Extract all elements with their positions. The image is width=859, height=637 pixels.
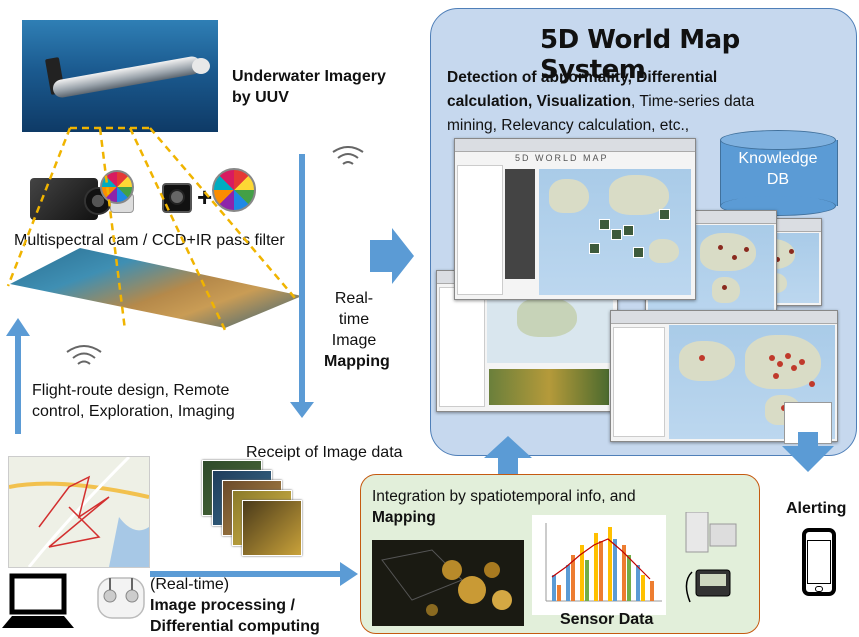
realtime-line2: Image <box>331 332 377 349</box>
description-rest-2: , Time-series data <box>631 93 755 110</box>
knowledge-db-label: Knowledge DB <box>720 148 836 190</box>
description-line-3: mining, Relevancy calculation, etc., <box>447 117 690 134</box>
plus-sign: + <box>197 182 213 212</box>
processing-line2: Image processing / <box>150 597 295 614</box>
thumbnail-column <box>505 169 535 279</box>
sensor-chart-image <box>532 515 666 615</box>
window-titlebar <box>611 311 837 324</box>
block-arrow-up <box>484 436 532 474</box>
wifi-signal-icon <box>332 146 364 165</box>
uuv-photo <box>22 20 218 132</box>
image-stack-5 <box>242 500 302 556</box>
screenshot-5d-world-map: 5D WORLD MAP <box>454 138 696 300</box>
database-icon-body <box>720 140 838 206</box>
flight-line2: control, Exploration, Imaging <box>32 403 235 420</box>
screenshot-title: 5D WORLD MAP <box>515 153 609 163</box>
knowledge-db-line2: DB <box>766 171 790 188</box>
phone-home-button <box>815 586 823 592</box>
wifi-signal-icon <box>66 345 102 365</box>
integration-line1: Integration by spatiotemporal info, and <box>372 488 636 505</box>
uuv-label-line1: Underwater Imagery <box>232 68 386 85</box>
integration-label: Integration by spatiotemporal info, and … <box>372 486 742 528</box>
mapped-image <box>372 540 524 626</box>
database-icon <box>720 130 836 150</box>
sidebar <box>439 287 485 407</box>
map-system-description: Detection of abnormality, Differential c… <box>447 66 817 138</box>
screenshot-alert-map <box>610 310 838 442</box>
block-arrow-down <box>782 432 834 472</box>
flight-route-label: Flight-route design, Remote control, Exp… <box>32 380 235 422</box>
gopro-lens <box>169 189 185 205</box>
integration-line2: Mapping <box>372 509 436 526</box>
ir-filter-icon <box>212 168 256 212</box>
sensor-device-icon <box>685 512 737 603</box>
sensor-data-label: Sensor Data <box>560 611 654 628</box>
processing-label: (Real-time) Image processing / Different… <box>150 574 320 637</box>
down-arrow-head <box>290 402 314 418</box>
realtime-line3: Mapping <box>324 353 390 370</box>
up-arrow-head <box>6 318 30 336</box>
alerting-label: Alerting <box>786 500 847 517</box>
uuv-label: Underwater Imagery by UUV <box>232 66 386 108</box>
map-area <box>669 325 835 439</box>
camera-label: Multispectral cam / CCD+IR pass filter <box>14 232 285 249</box>
realtime-mapping-label: Real-time Image Mapping <box>324 288 390 372</box>
receipt-label: Receipt of Image data <box>246 444 403 461</box>
description-bold-2: calculation, Visualization <box>447 93 632 110</box>
realtime-line1: Real-time <box>334 290 374 328</box>
knowledge-db-line1: Knowledge <box>738 150 818 167</box>
description-bold-1: Detection of abnormality, Differential <box>447 69 718 86</box>
right-arrow-head <box>340 562 358 586</box>
map-area <box>539 169 691 295</box>
map-system-title: 5D World Map System <box>540 25 740 85</box>
laptop-icon <box>2 573 74 628</box>
sidebar <box>457 165 503 295</box>
flight-route-map <box>8 456 150 568</box>
block-arrow-right <box>370 228 414 284</box>
drone-controller-icon <box>97 577 145 619</box>
filter-wheel-icon <box>100 170 134 204</box>
window-titlebar <box>455 139 695 152</box>
processing-line1: (Real-time) <box>150 576 230 593</box>
phone-screen <box>807 540 831 584</box>
uuv-label-line2: by UUV <box>232 89 289 106</box>
processing-line3: Differential computing <box>150 618 320 635</box>
flight-line1: Flight-route design, Remote <box>32 382 230 399</box>
icon-legend <box>784 402 832 444</box>
sidebar <box>613 327 665 437</box>
